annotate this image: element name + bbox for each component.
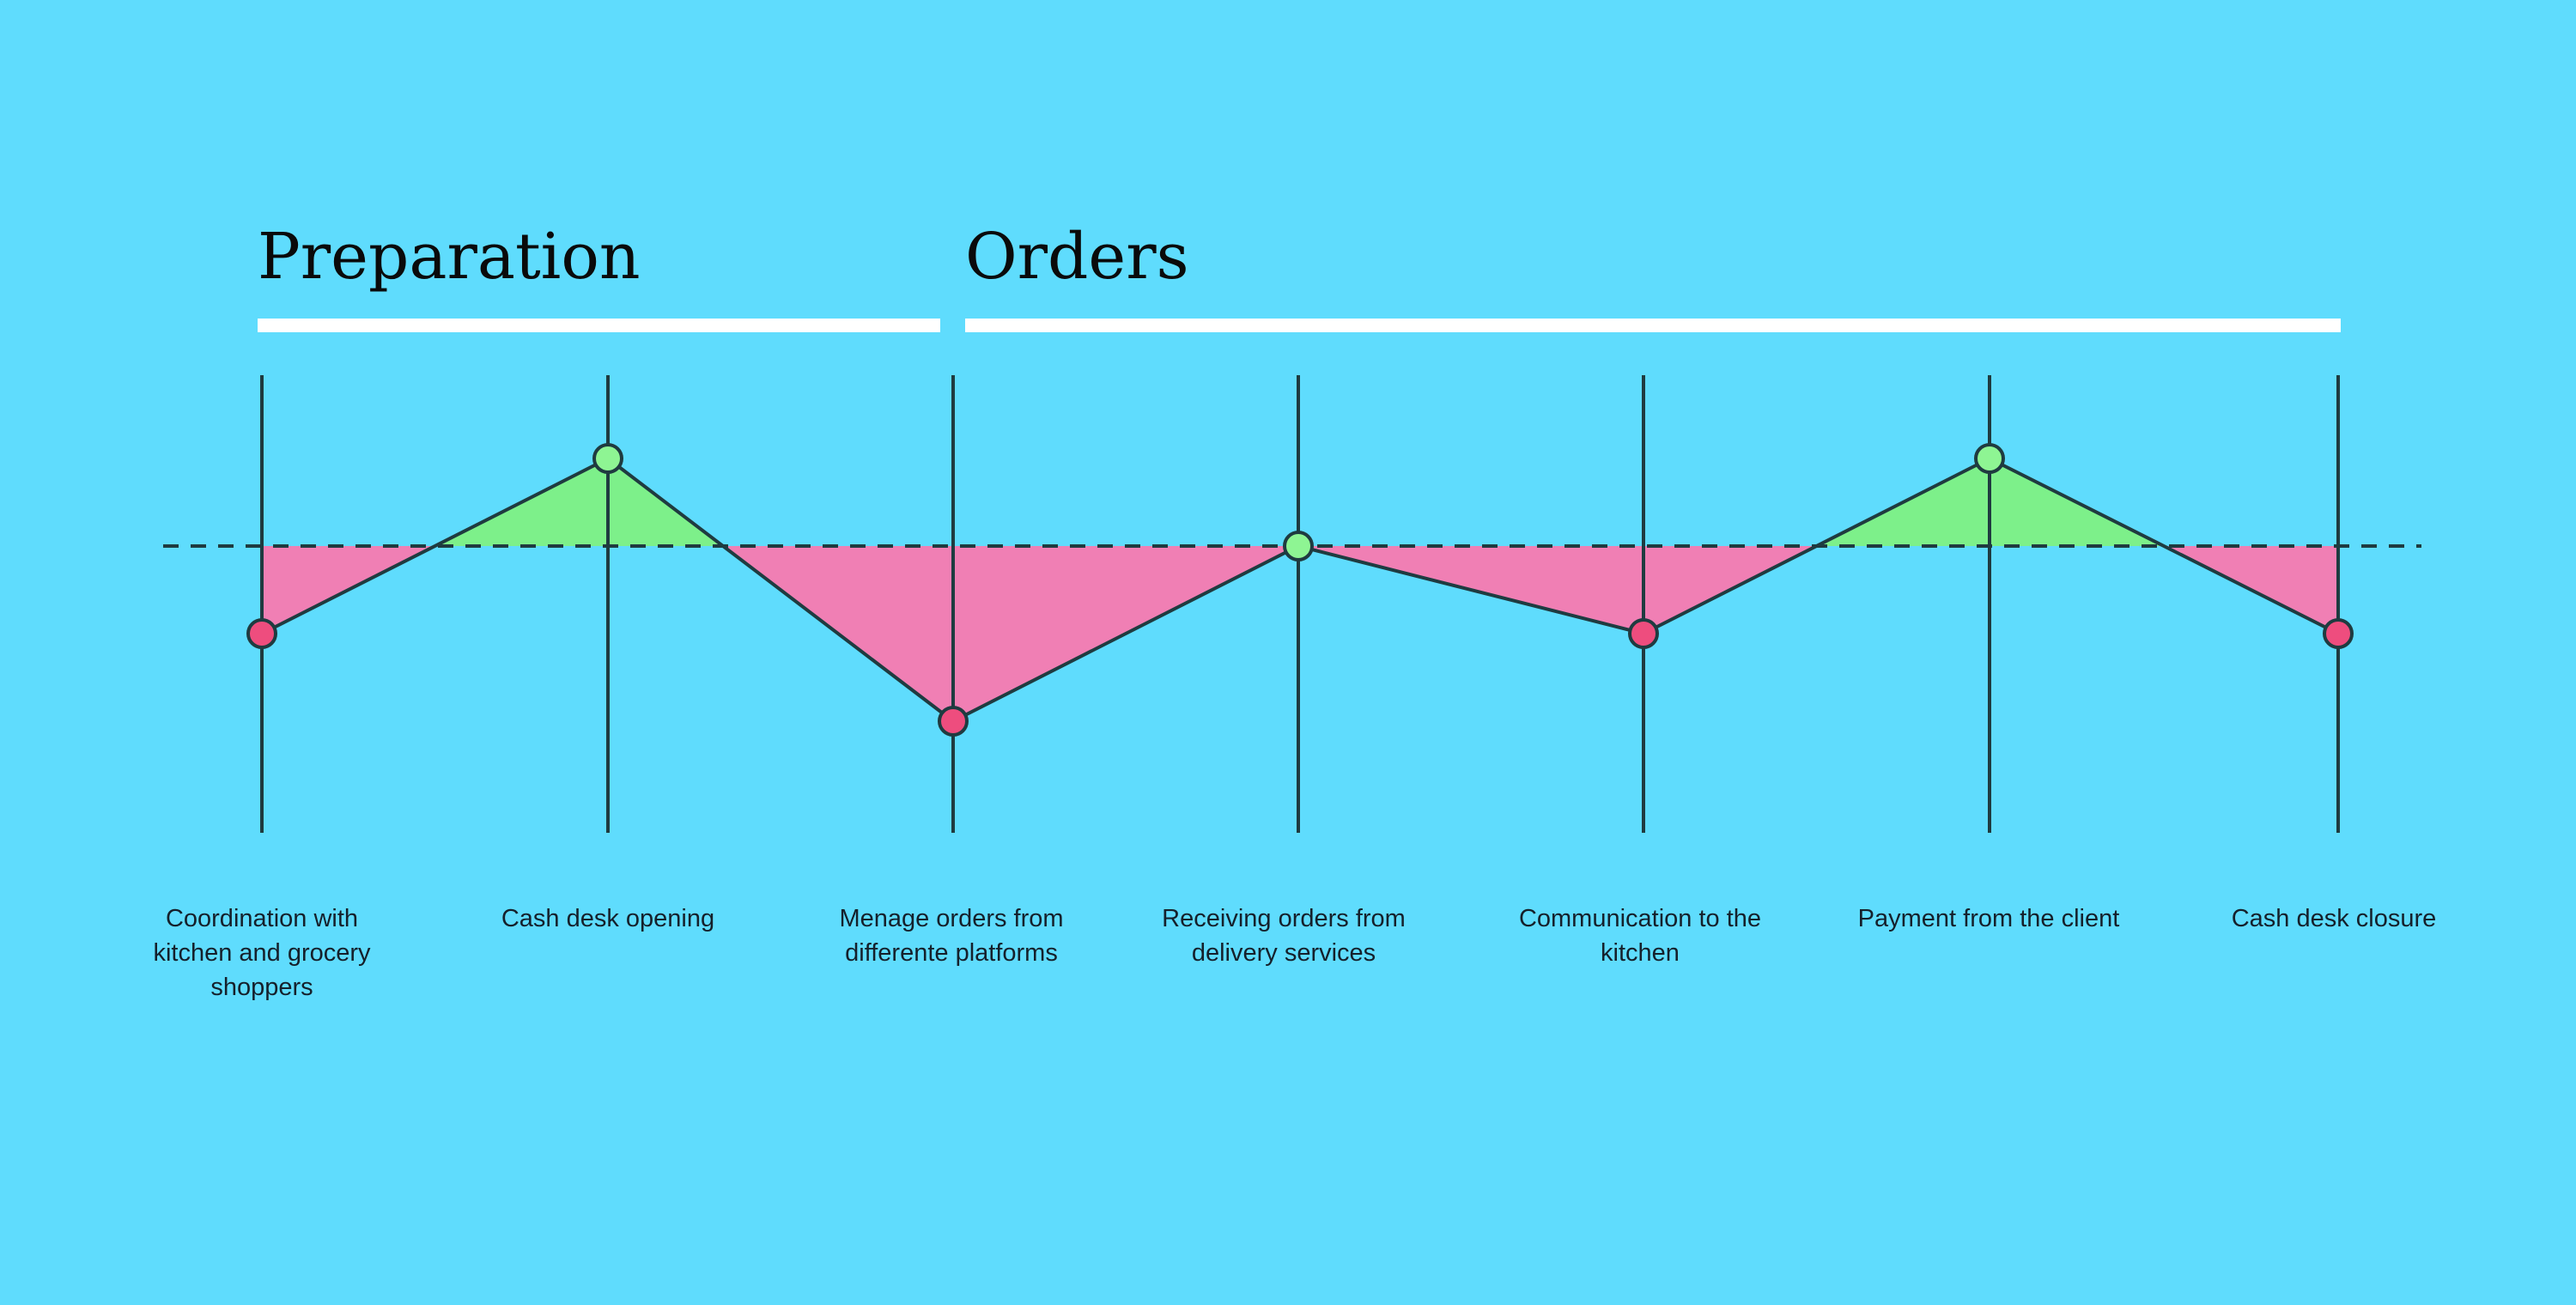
step-label-cash-desk-opening: Cash desk opening: [501, 905, 715, 932]
phase-bar-orders: [965, 319, 2341, 332]
emotion-point-3: [938, 706, 969, 737]
phase-title-preparation: Preparation: [258, 220, 641, 294]
step-label-receiving-orders: Receiving orders from delivery services: [1162, 905, 1406, 967]
step-label-menage-orders: Menage orders from differente platforms: [839, 905, 1064, 967]
emotion-point-5: [1628, 618, 1659, 649]
emotion-point-6: [1974, 443, 2005, 474]
phase-bar-preparation: [258, 319, 940, 332]
emotion-point-1: [246, 618, 277, 649]
step-label-communication-kitchen: Communication to the kitchen: [1518, 905, 1762, 967]
emotion-point-2: [592, 443, 623, 474]
emotion-point-7: [2323, 618, 2354, 649]
emotion-point-4: [1283, 531, 1314, 561]
step-label-cash-desk-closure: Cash desk closure: [2231, 905, 2437, 932]
step-label-payment-client: Payment from the client: [1857, 905, 2120, 932]
step-label-coordination: Coordination with kitchen and grocery sh…: [153, 905, 371, 1001]
phase-title-orders: Orders: [965, 220, 1189, 294]
